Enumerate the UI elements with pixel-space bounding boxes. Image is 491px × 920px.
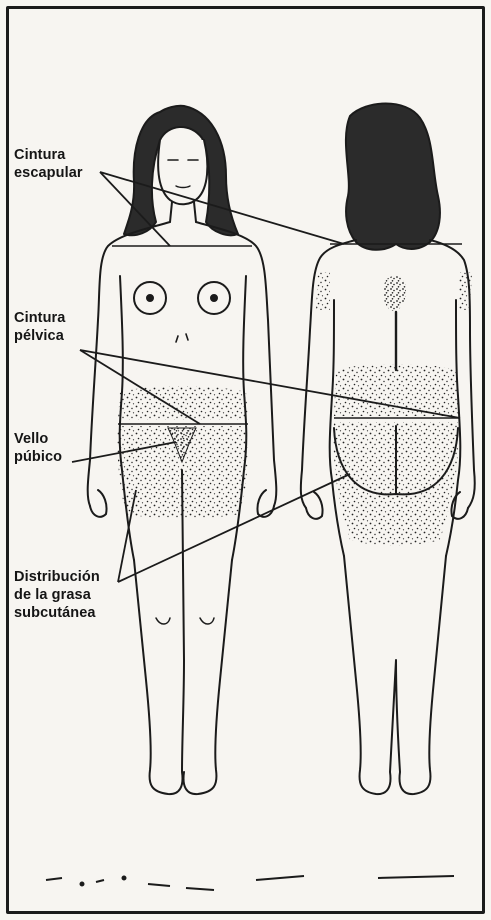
label-vello-pubico: Vello púbico	[14, 430, 62, 466]
back-scapula-fat	[383, 276, 406, 311]
back-hair	[346, 104, 440, 250]
scan-artifacts	[46, 876, 454, 890]
label-cintura-escapular: Cintura escapular	[14, 146, 83, 182]
front-legs	[134, 470, 232, 794]
front-face	[158, 140, 207, 204]
back-hip-fat	[334, 364, 458, 416]
back-arm-fat-right	[458, 272, 472, 310]
label-cintura-pelvica: Cintura pélvica	[14, 309, 65, 345]
back-arm-fat-left	[316, 272, 330, 310]
back-legs	[344, 556, 446, 794]
label-distribucion-grasa: Distribución de la grasa subcutánea	[14, 568, 100, 622]
back-buttock-fat	[334, 422, 459, 546]
front-hip-fat	[118, 386, 248, 420]
